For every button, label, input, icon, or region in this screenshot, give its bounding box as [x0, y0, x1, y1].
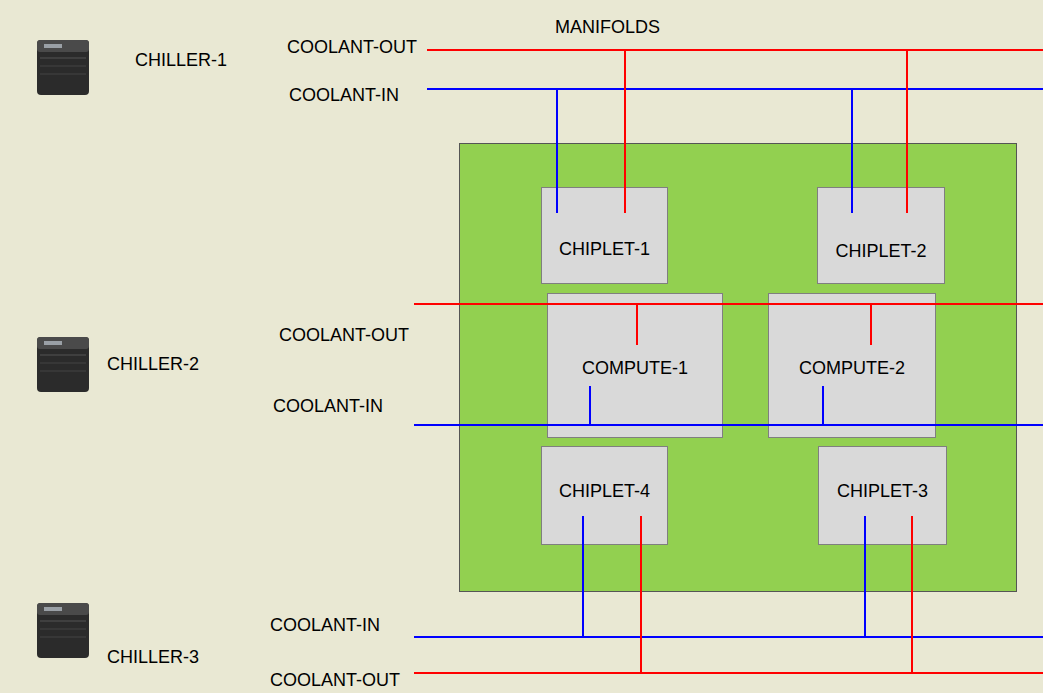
coolant-pipe [906, 50, 908, 213]
coolant-label: COOLANT-OUT [287, 36, 417, 58]
chiller-label: CHILLER-2 [107, 353, 199, 375]
chiller-icon [37, 40, 89, 95]
manifold-in [414, 636, 1043, 638]
manifold-in [414, 424, 1043, 426]
box-label: CHIPLET-2 [835, 240, 926, 262]
coolant-pipe [624, 50, 626, 213]
chiplet-box: CHIPLET-2 [817, 187, 945, 284]
box-label: COMPUTE-2 [799, 357, 905, 379]
coolant-pipe [640, 516, 642, 673]
coolant-pipe [911, 516, 913, 673]
chiller-icon [37, 337, 89, 392]
coolant-label: COOLANT-IN [273, 395, 383, 417]
box-label: CHIPLET-1 [559, 238, 650, 260]
manifold-label: MANIFOLDS [555, 16, 660, 38]
box-label: COMPUTE-1 [582, 357, 688, 379]
chiller-icon [37, 603, 89, 658]
coolant-pipe [636, 304, 638, 345]
manifold-in [427, 88, 1043, 90]
chiplet-box: CHIPLET-3 [818, 446, 947, 545]
coolant-pipe [556, 89, 558, 213]
coolant-pipe [822, 386, 824, 425]
coolant-label: COOLANT-OUT [279, 324, 409, 346]
box-label: CHIPLET-4 [559, 480, 650, 502]
coolant-pipe [864, 516, 866, 637]
manifold-out [427, 49, 1043, 51]
manifold-out [414, 303, 1043, 305]
chiplet-box: CHIPLET-4 [541, 446, 668, 545]
chiplet-box: CHIPLET-1 [541, 187, 668, 284]
coolant-pipe [870, 304, 872, 345]
box-label: CHIPLET-3 [837, 480, 928, 502]
chiller-label: CHILLER-1 [135, 49, 227, 71]
coolant-pipe [589, 386, 591, 425]
manifold-out [414, 672, 1043, 674]
coolant-pipe [851, 89, 853, 213]
coolant-label: COOLANT-OUT [270, 669, 400, 691]
compute-box: COMPUTE-1 [547, 293, 723, 438]
coolant-label: COOLANT-IN [270, 614, 380, 636]
coolant-pipe [582, 516, 584, 637]
compute-box: COMPUTE-2 [768, 293, 936, 438]
chiller-label: CHILLER-3 [107, 646, 199, 668]
coolant-label: COOLANT-IN [289, 84, 399, 106]
